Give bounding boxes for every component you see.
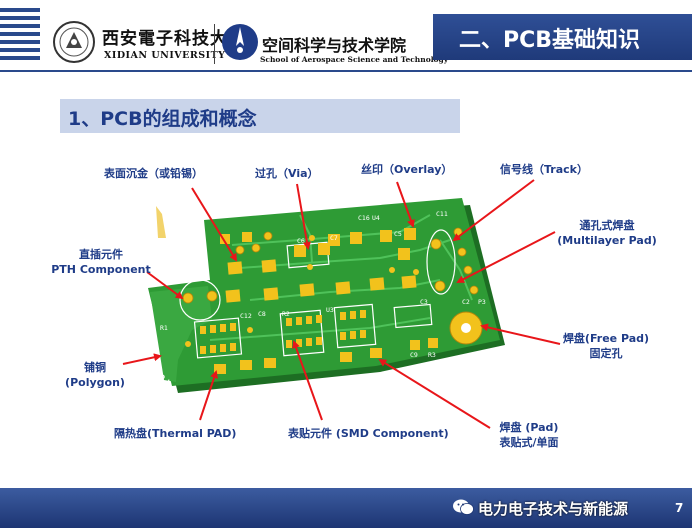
label-pth-component: 直插元件 PTH Component (46, 247, 156, 277)
annotation-arrows (122, 179, 561, 429)
arrow-thermal (199, 370, 218, 421)
slide-footer: 电力电子技术与新能源 7 (0, 488, 692, 528)
label-multilayer-pad: 通孔式焊盘 (Multilayer Pad) (552, 218, 662, 248)
label-free-pad-line2: 固定孔 (589, 347, 623, 360)
arrow-overlay (396, 181, 415, 228)
university-name: 西安電子科技大學 (102, 29, 246, 49)
label-pad: 焊盘 (Pad) 表贴式/单面 (484, 420, 574, 450)
smd-pads (214, 228, 438, 374)
arrow-via (296, 183, 311, 250)
label-polygon: 铺铜 (Polygon) (60, 360, 130, 390)
school-name: 空间科学与技术学院 (262, 36, 407, 55)
silk-r1: R1 (160, 324, 168, 332)
slide-title-box: 二、PCB基础知识 (433, 14, 692, 60)
header-stripes (0, 8, 40, 68)
label-free-pad-line1: 焊盘(Free Pad) (562, 332, 650, 345)
label-multilayer-pad-line1: 通孔式焊盘 (579, 219, 635, 232)
silk-amp: AMP. (147, 373, 172, 387)
signal-traces (209, 214, 473, 341)
polygon-copper (150, 286, 212, 382)
section-title-box: 1、PCB的组成和概念 (60, 99, 460, 133)
label-pad-line1: 焊盘 (Pad) (499, 421, 559, 434)
label-thermal-pad: 隔热盘(Thermal PAD) (114, 427, 237, 440)
silk-c7: C7 (330, 234, 338, 242)
silk-c11: C11 (436, 210, 448, 218)
vias (185, 235, 419, 347)
label-polygon-line2: (Polygon) (65, 376, 125, 389)
header-rule (0, 70, 692, 72)
silk-c3: C3 (420, 298, 428, 306)
silk-c12: C12 (240, 312, 252, 320)
section-title: 1、PCB的组成和概念 (68, 108, 257, 130)
slide-title: 二、PCB基础知识 (459, 28, 641, 53)
through-hole-pads (182, 227, 479, 304)
mounting-hole-center (461, 323, 471, 333)
label-pad-line2: 表贴式/单面 (499, 436, 559, 449)
arrow-pth (146, 271, 184, 300)
watermark-label: 电力电子技术与新能源 (478, 500, 629, 518)
xidian-logo-icon (53, 21, 95, 63)
wechat-icon (453, 499, 474, 515)
arrow-smd (292, 340, 323, 421)
label-smd-component: 表贴元件 (SMD Component) (288, 427, 449, 440)
decorative-light-icon (156, 206, 166, 238)
label-free-pad: 焊盘(Free Pad) 固定孔 (556, 331, 656, 361)
silk-p3: P3 (478, 298, 486, 306)
arrow-track (452, 179, 535, 242)
silk-r3: R3 (428, 351, 436, 359)
silkscreen-labels: R1 C12 C8 R2 U3 C6 C7 C16 U4 C5 C11 C3 C… (147, 210, 486, 387)
label-overlay: 丝印（Overlay） (361, 163, 453, 176)
university-name-en: XIDIAN UNIVERSITY (104, 50, 226, 61)
page-number: 7 (675, 501, 684, 515)
label-track: 信号线（Track） (500, 163, 588, 176)
arrow-polygon (122, 353, 162, 365)
arrow-pad (378, 358, 491, 429)
watermark-text: 电力电子技术与新能源 (453, 498, 629, 519)
silk-c9: C9 (410, 351, 418, 359)
arrow-multilayer-pad (456, 231, 556, 283)
label-polygon-line1: 铺铜 (84, 361, 106, 374)
label-multilayer-pad-line2: (Multilayer Pad) (557, 234, 657, 247)
school-name-en: School of Aerospace Science and Technolo… (260, 55, 449, 64)
silk-u3: U3 (326, 306, 334, 314)
slide-header: 西安電子科技大學 XIDIAN UNIVERSITY 空间科学与技术学院 Sch… (0, 0, 692, 72)
label-pth-line2: PTH Component (51, 263, 151, 276)
silkscreen-outlines (179, 229, 456, 359)
silk-u4: U4 (372, 214, 380, 222)
header-divider (214, 24, 215, 64)
silk-r2: R2 (282, 310, 290, 318)
label-pth-line1: 直插元件 (79, 248, 123, 261)
label-surface-finish: 表面沉金（或铅锡） (104, 167, 203, 180)
silk-c16: C16 (358, 214, 370, 222)
silk-c2: C2 (462, 298, 470, 306)
school-logo-icon (222, 24, 258, 60)
silk-c5: C5 (394, 230, 402, 238)
arrow-free-pad (480, 323, 561, 345)
silk-c8: C8 (258, 310, 266, 318)
arrow-surface-finish (191, 187, 238, 262)
label-via: 过孔（Via） (255, 167, 319, 180)
silk-c6: C6 (297, 237, 305, 245)
